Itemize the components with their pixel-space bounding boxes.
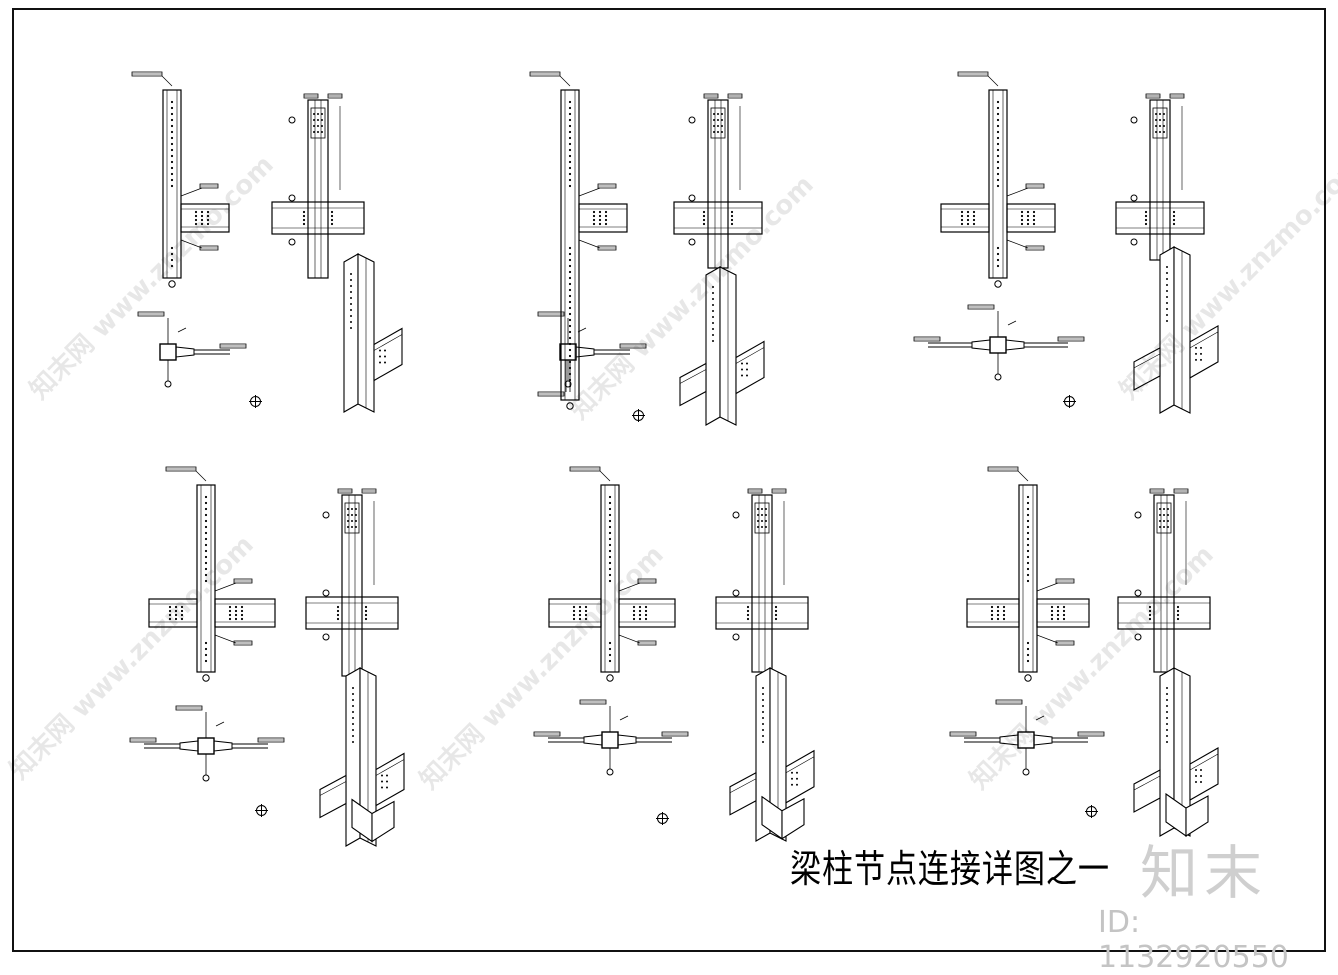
section-symbol-4 bbox=[255, 804, 268, 817]
detail-2 bbox=[529, 71, 765, 426]
section-symbol-6 bbox=[1085, 805, 1098, 818]
detail-1 bbox=[131, 71, 403, 413]
section-symbol-1 bbox=[249, 395, 262, 408]
detail-4 bbox=[129, 466, 405, 847]
drawing-border bbox=[12, 8, 1326, 952]
watermark-logo: 知末 bbox=[1140, 839, 1269, 907]
section-symbol-5 bbox=[656, 812, 669, 825]
detail-3 bbox=[913, 71, 1219, 414]
detail-5 bbox=[533, 466, 815, 842]
drawing-title: 梁柱节点连接详图之一 bbox=[790, 847, 1110, 891]
detail-6 bbox=[949, 466, 1219, 838]
section-symbol-2 bbox=[632, 409, 645, 422]
section-symbol-3 bbox=[1063, 395, 1076, 408]
